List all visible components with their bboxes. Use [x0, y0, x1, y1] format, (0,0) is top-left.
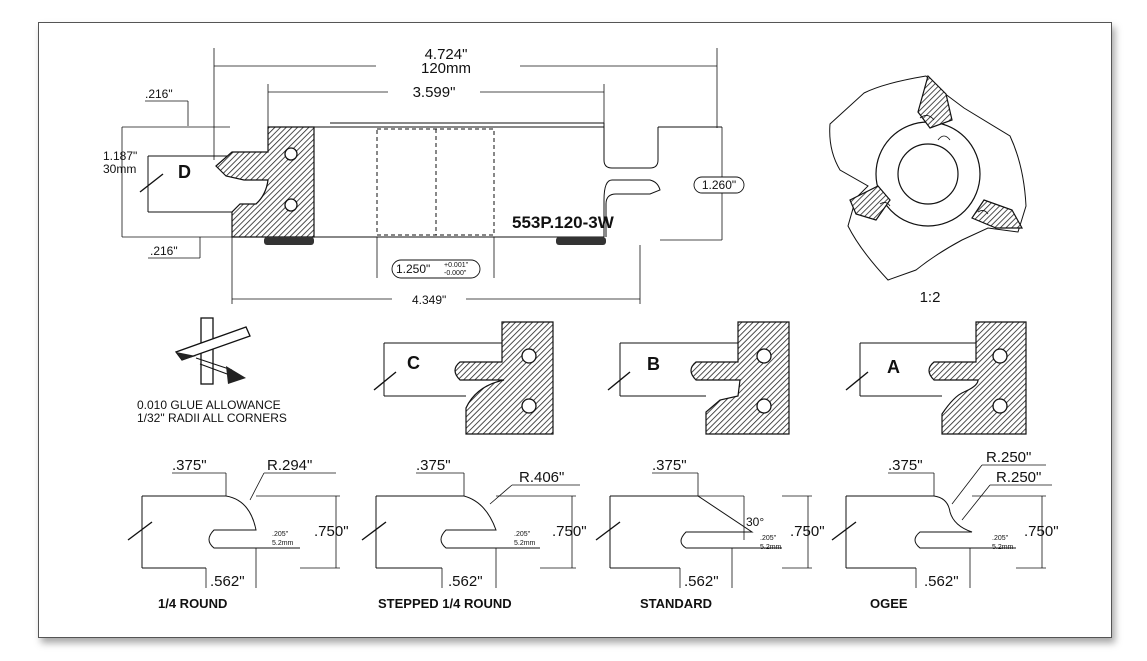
detail-standard: .375" 30° .750" .205" 5.2mm .562" STANDA…: [595, 457, 825, 611]
detail-2-top: .375": [416, 457, 451, 474]
detail-3-depth-mm: 5.2mm: [760, 544, 782, 551]
detail-ogee: .375" R.250" R.250" .750" .205" 5.2mm .5…: [831, 449, 1059, 611]
bore-tol-minus: -0.000": [444, 270, 467, 277]
part-number: 553P.120-3W: [512, 213, 615, 232]
top-offset-label: .216": [145, 87, 173, 101]
knife-profile: [215, 126, 315, 238]
overall-length-label: 4.724": [425, 46, 468, 63]
detail-3-name: STANDARD: [640, 596, 712, 611]
detail-1-top: .375": [172, 457, 207, 474]
height-mm-label: 30mm: [103, 162, 136, 176]
detail-2-depth-mm: 5.2mm: [514, 540, 536, 547]
profile-b: B: [607, 321, 790, 435]
glue-note: 0.010 GLUE ALLOWANCE 1/32" RADII ALL COR…: [137, 317, 287, 425]
detail-3-bottom: .562": [684, 573, 719, 590]
detail-1-height: .750": [314, 523, 349, 540]
detail-1-bottom: .562": [210, 573, 245, 590]
cutter-scale-label: 1:2: [920, 289, 941, 306]
detail-3-top: .375": [652, 457, 687, 474]
detail-stepped-quarter-round: .375" R.406" .750" .205" 5.2mm .562" STE…: [361, 457, 587, 611]
detail-4-radius: R.250": [986, 449, 1031, 466]
detail-4-top: .375": [888, 457, 923, 474]
note-line-1: 0.010 GLUE ALLOWANCE: [137, 398, 281, 412]
detail-4-radius-2: R.250": [996, 469, 1041, 486]
detail-3-angle: 30°: [746, 515, 764, 529]
overall-length-mm-label: 120mm: [421, 60, 471, 77]
detail-1-depth: .205": [272, 531, 289, 538]
detail-3-depth: .205": [760, 535, 777, 542]
bottom-offset-label: .216": [150, 244, 178, 258]
bottom-length-label: 4.349": [412, 293, 446, 307]
detail-2-depth: .205": [514, 531, 531, 538]
profile-c: C: [373, 321, 554, 435]
detail-2-radius: R.406": [519, 469, 564, 486]
detail-quarter-round: .375" R.294" .750" .205" 5.2mm .562" 1/4…: [127, 457, 349, 611]
profile-letter-b: B: [647, 354, 660, 374]
right-height-label: 1.260": [702, 178, 736, 192]
inner-length-label: 3.599": [413, 84, 456, 101]
main-drawing: 4.724" 120mm 3.599" .216" 1.187" 30mm D: [103, 46, 745, 307]
detail-4-name: OGEE: [870, 596, 908, 611]
profile-letter-d: D: [178, 162, 191, 182]
bore-tol-plus: +0.001": [444, 262, 469, 269]
cutter-view: 1:2: [829, 74, 1027, 306]
detail-4-depth: .205": [992, 535, 1009, 542]
detail-2-name: STEPPED 1/4 ROUND: [378, 596, 512, 611]
profile-letter-c: C: [407, 353, 420, 373]
profile-letter-a: A: [887, 357, 900, 377]
height-label: 1.187": [103, 149, 137, 163]
detail-1-radius: R.294": [267, 457, 312, 474]
bore-label: 1.250": [396, 262, 430, 276]
detail-3-height: .750": [790, 523, 825, 540]
detail-4-bottom: .562": [924, 573, 959, 590]
detail-1-depth-mm: 5.2mm: [272, 540, 294, 547]
detail-4-depth-mm: 5.2mm: [992, 544, 1014, 551]
detail-2-height: .750": [552, 523, 587, 540]
detail-4-height: .750": [1024, 523, 1059, 540]
detail-1-name: 1/4 ROUND: [158, 596, 227, 611]
profile-a: A: [845, 321, 1027, 435]
detail-2-bottom: .562": [448, 573, 483, 590]
note-line-2: 1/32" RADII ALL CORNERS: [137, 411, 287, 425]
